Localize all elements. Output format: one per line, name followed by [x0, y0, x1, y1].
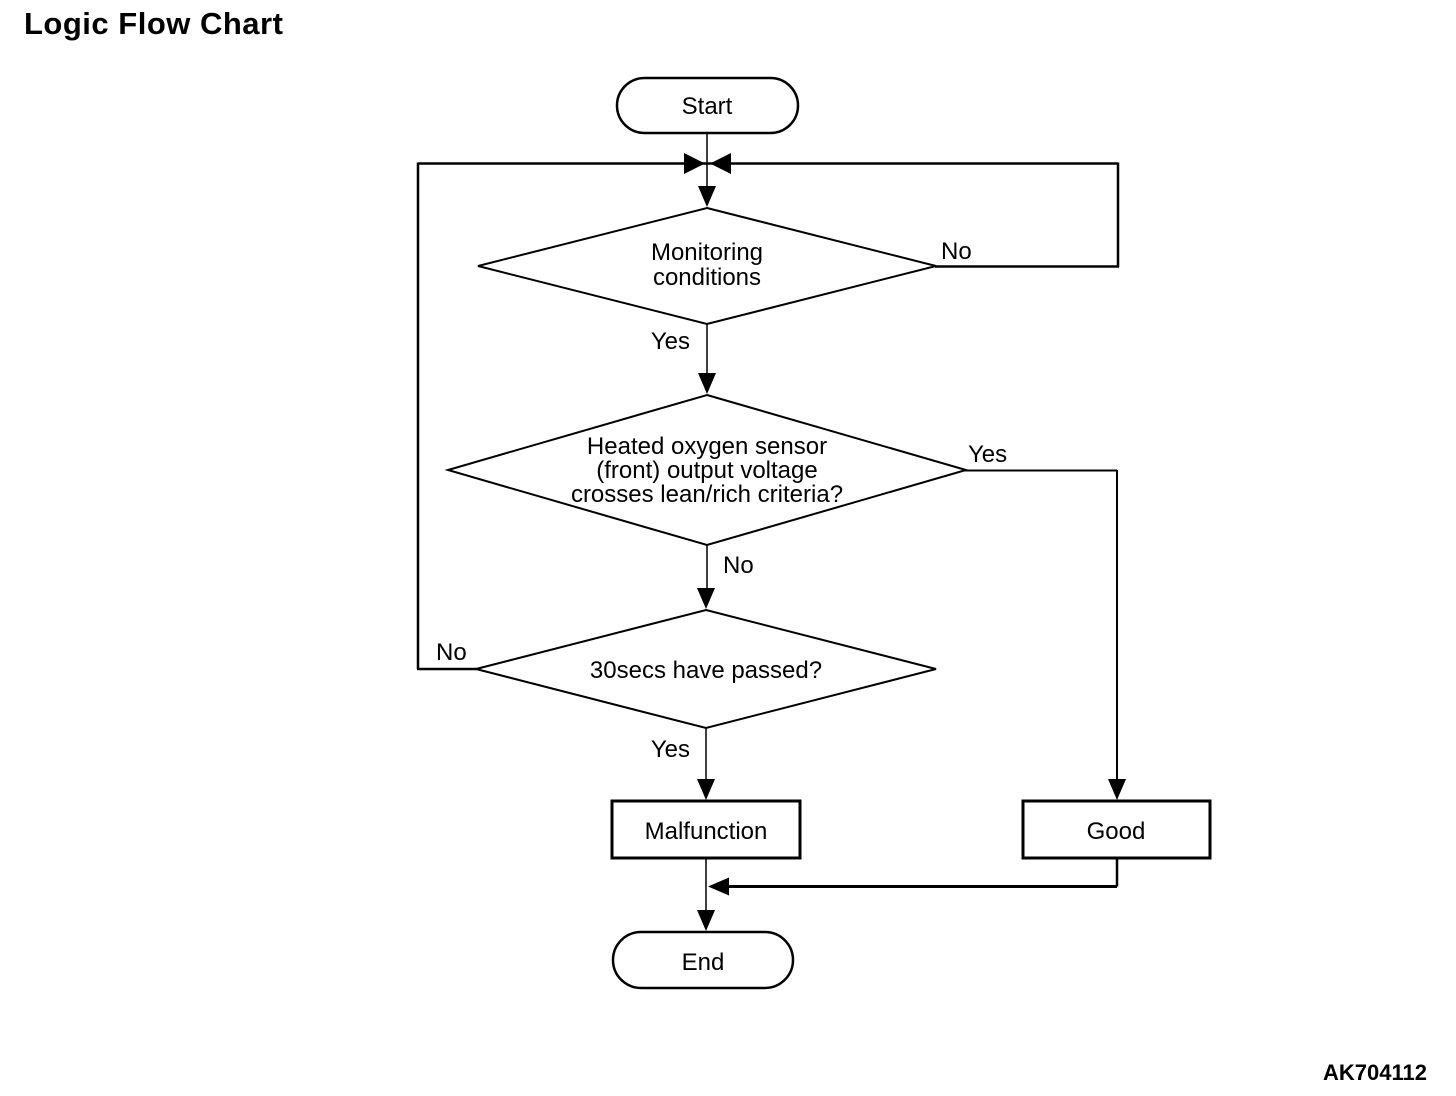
- start-node-label: Start: [682, 93, 733, 120]
- decision-30secs-passed: [475, 608, 937, 730]
- arrowhead-into-end-icon: [697, 910, 715, 931]
- sensor-label-line3: crosses lean/rich criteria?: [571, 481, 843, 508]
- arrowhead-merge-left-icon: [708, 877, 729, 896]
- process-good: [1021, 799, 1212, 860]
- edges-group: [416, 133, 1120, 913]
- decision-heated-oxygen-sensor: [444, 393, 970, 547]
- edge-labels-group: No Yes Yes No No Yes: [436, 238, 1007, 763]
- nodes-group: [444, 76, 1212, 990]
- arrowhead-into-good-icon: [1108, 779, 1126, 800]
- figure-id: AK704112: [1323, 1060, 1427, 1085]
- edge-label-sensor-no: No: [723, 552, 754, 579]
- process-malfunction: [610, 799, 802, 860]
- arrowhead-junction-right-left-icon: [710, 153, 731, 174]
- sensor-label-line1: Heated oxygen sensor: [587, 433, 827, 460]
- good-label: Good: [1087, 818, 1146, 845]
- node-labels-group: Start Monitoring conditions Heated oxyge…: [571, 93, 1145, 976]
- end-node-label: End: [682, 949, 725, 976]
- monitoring-label-line1: Monitoring: [651, 239, 763, 266]
- page-title: Logic Flow Chart: [24, 6, 284, 41]
- arrowhead-into-sensor-icon: [698, 373, 716, 394]
- edge-label-sensor-yes: Yes: [968, 441, 1007, 468]
- sensor-label-line2: (front) output voltage: [596, 457, 817, 484]
- end-node: [611, 930, 795, 990]
- arrowheads-group: [684, 153, 1126, 931]
- decision-monitoring-conditions: [477, 206, 937, 326]
- arrowhead-into-monitoring-icon: [698, 186, 716, 207]
- arrowhead-into-malfunction-icon: [697, 779, 715, 800]
- edge-label-monitoring-yes: Yes: [651, 328, 690, 355]
- arrowhead-into-timer-icon: [697, 588, 715, 609]
- timer-label: 30secs have passed?: [590, 657, 822, 684]
- monitoring-label-line2: conditions: [653, 264, 761, 291]
- edge-label-timer-yes: Yes: [651, 736, 690, 763]
- start-node: [615, 76, 800, 135]
- edge-label-timer-no: No: [436, 639, 467, 666]
- malfunction-label: Malfunction: [645, 818, 768, 845]
- arrowhead-junction-left-right-icon: [684, 153, 705, 174]
- edge-label-monitoring-no: No: [941, 238, 972, 265]
